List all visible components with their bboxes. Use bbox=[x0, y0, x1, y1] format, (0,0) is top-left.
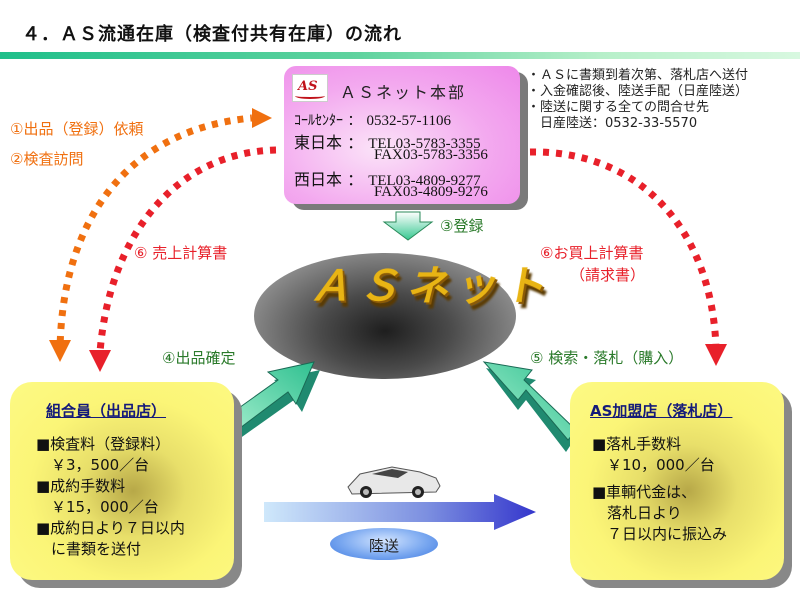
seller-card: 組合員（出品店） ■検査料（登録料） ￥3，500／台 ■成約手数料 ￥15，0… bbox=[10, 382, 234, 580]
transport-arrow bbox=[264, 494, 536, 530]
notes-list: ・ＡＳに書類到着次第、落札店へ送付 ・入金確認後、陸送手配（日産陸送） ・陸送に… bbox=[527, 68, 748, 132]
note-item: 日産陸送：0532-33-5570 bbox=[527, 116, 698, 131]
as-net-hub-ellipse bbox=[254, 253, 516, 379]
buyer-line: ■車輌代金は、 bbox=[592, 483, 697, 501]
seller-line: ￥3，500／台 bbox=[36, 456, 150, 474]
logo-text: AS bbox=[298, 79, 318, 94]
seller-line: ■成約日より７日以内 bbox=[36, 519, 185, 537]
transport-label: 陸送 bbox=[368, 537, 399, 555]
buyer-to-hub-arrow bbox=[482, 361, 577, 452]
step6-left-label: ⑥ 売上計算書 bbox=[134, 244, 228, 262]
seller-card-lines: ■検査料（登録料） ￥3，500／台 ■成約手数料 ￥15，000／台 ■成約日… bbox=[36, 434, 185, 560]
buyer-line: 落札日より bbox=[592, 504, 682, 522]
step4-label: ④出品確定 bbox=[162, 349, 236, 367]
east-fax: FAX03-5783-3356 bbox=[374, 147, 488, 163]
buyer-card: AS加盟店（落札店） ■落札手数料 ￥10，000／台 ■車輌代金は、 落札日よ… bbox=[570, 382, 784, 580]
note-item: ・入金確認後、陸送手配（日産陸送） bbox=[527, 84, 749, 99]
buyer-line: ■落札手数料 bbox=[592, 435, 682, 453]
buyer-card-lines: ■落札手数料 ￥10，000／台 ■車輌代金は、 落札日より ７日以内に振込み bbox=[592, 434, 727, 545]
west-label: 西日本 ： bbox=[294, 170, 364, 189]
call-center-label: ｺｰﾙｾﾝﾀｰ ： bbox=[294, 113, 362, 129]
step1-label: ①出品（登録）依頼 bbox=[10, 120, 144, 138]
seller-card-title: 組合員（出品店） bbox=[46, 402, 167, 420]
seller-line: ■検査料（登録料） bbox=[36, 435, 171, 453]
orange-flow-curve bbox=[56, 114, 253, 356]
title-underline-bar bbox=[0, 52, 800, 59]
as-logo-icon: AS bbox=[292, 74, 328, 102]
step6-right-sublabel: （請求書） bbox=[570, 266, 646, 284]
step3-label: ③登録 bbox=[440, 217, 484, 235]
red-arrowhead-down-right bbox=[705, 344, 727, 366]
register-down-arrow bbox=[382, 211, 434, 241]
west-fax: FAX03-4809-9276 bbox=[374, 184, 488, 200]
headquarters-box: AS ＡＳネット本部 ｺｰﾙｾﾝﾀｰ ： 0532-57-1106 東日本 ： … bbox=[284, 66, 520, 204]
east-japan-row: 東日本 ： TEL03-5783-3355 bbox=[294, 129, 481, 153]
page-title: ４．ＡＳ流通在庫（検査付共有在庫）の流れ bbox=[22, 24, 402, 45]
seller-line: ■成約手数料 bbox=[36, 477, 126, 495]
red-flow-curve-right bbox=[529, 148, 720, 349]
buyer-line: ７日以内に振込み bbox=[592, 525, 728, 543]
call-center-row: ｺｰﾙｾﾝﾀｰ ： 0532-57-1106 bbox=[294, 110, 451, 130]
buyer-line: ￥10，000／台 bbox=[592, 456, 715, 474]
hq-name: ＡＳネット本部 bbox=[340, 83, 467, 102]
sports-car-icon bbox=[347, 466, 441, 498]
seller-line: ￥15，000／台 bbox=[36, 498, 159, 516]
orange-arrowhead-right bbox=[252, 108, 272, 128]
note-item: ・ＡＳに書類到着次第、落札店へ送付 bbox=[527, 68, 749, 83]
buyer-card-title: AS加盟店（落札店） bbox=[590, 402, 733, 420]
west-japan-row: 西日本 ： TEL03-4809-9277 bbox=[294, 166, 481, 190]
note-item: ・陸送に関する全ての問合せ先 bbox=[527, 100, 710, 115]
orange-arrowhead-down bbox=[49, 340, 71, 362]
call-center-number: 0532-57-1106 bbox=[366, 113, 451, 129]
east-label: 東日本 ： bbox=[294, 133, 364, 152]
east-tel: TEL03-5783-3355 bbox=[368, 136, 481, 152]
red-arrowhead-down-left bbox=[89, 350, 111, 372]
transport-ellipse: 陸送 bbox=[330, 528, 438, 560]
red-flow-curve-left bbox=[96, 146, 277, 353]
step2-label: ②検査訪問 bbox=[10, 150, 84, 168]
step6-right-label: ⑥お買上計算書 bbox=[540, 244, 644, 262]
seller-line: に書類を送付 bbox=[36, 540, 142, 558]
west-tel: TEL03-4809-9277 bbox=[368, 173, 481, 189]
step5-label: ⑤ 検索・落札（購入） bbox=[530, 349, 684, 367]
